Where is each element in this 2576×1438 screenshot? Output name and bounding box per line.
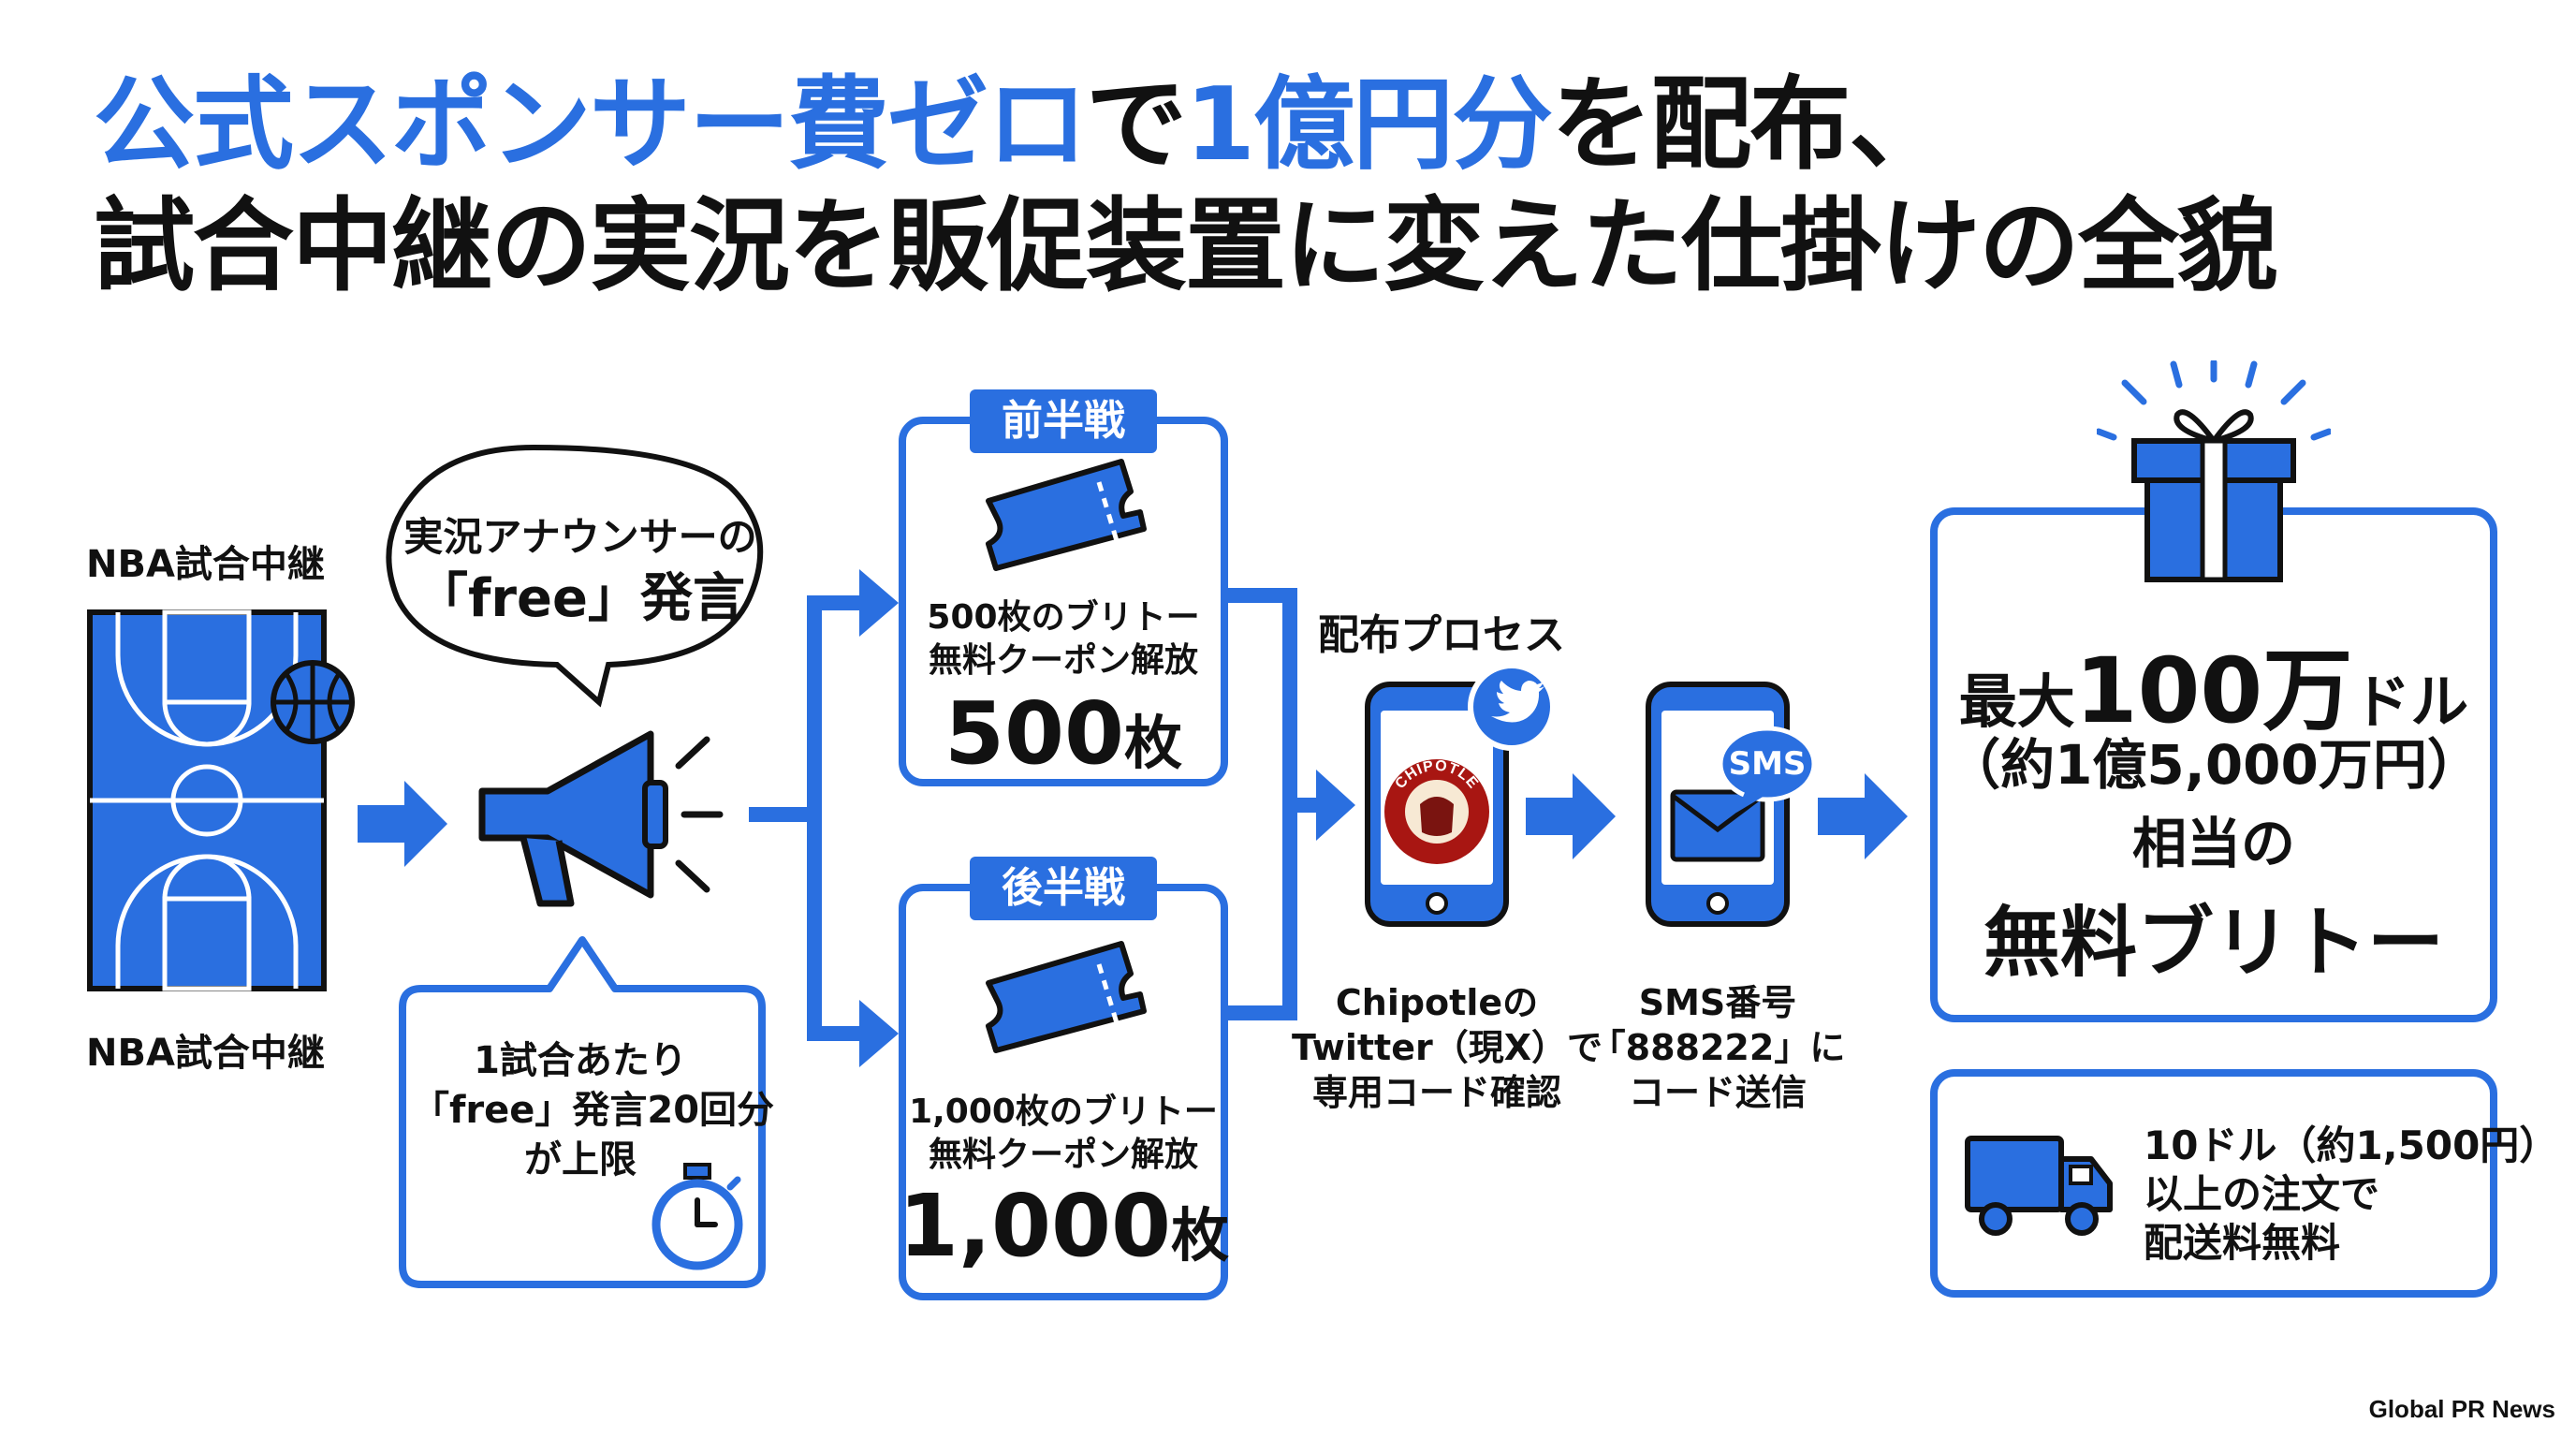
- branch-connector: [749, 569, 899, 1067]
- process-label: 配布プロセス: [1318, 611, 1565, 659]
- court-label-bottom: NBA試合中継: [86, 1032, 325, 1075]
- ticket-icon: [986, 459, 1147, 571]
- merge-connector: [1226, 588, 1355, 1020]
- first-half-tag: 前半戦: [970, 389, 1157, 453]
- right-arrow-icon: [1818, 773, 1908, 859]
- footer-credit: Global PR News: [2368, 1395, 2555, 1423]
- prize-amount: 100万: [2074, 638, 2353, 743]
- second-half-tag: 後半戦: [970, 857, 1157, 920]
- twitter-bird-icon: [1468, 663, 1556, 751]
- sms-bubble-icon: [1718, 726, 1817, 813]
- second-half-line1: 1,000枚のブリトー: [909, 1093, 1218, 1131]
- right-arrow-icon: [1526, 773, 1616, 859]
- sms-badge-label: SMS: [1728, 745, 1807, 783]
- title-ending: を配布、: [1551, 66, 1950, 183]
- first-half-count: 500枚: [899, 683, 1228, 784]
- limit-line1: 1試合あたり: [474, 1039, 687, 1082]
- prize-line1: 最大100万ドル: [1930, 618, 2497, 748]
- phone1-line1: Chipotleの: [1335, 982, 1539, 1023]
- prize-box: [1930, 507, 2497, 1022]
- prize-line3: 相当の: [2131, 812, 2295, 875]
- speech-bubble: [386, 444, 764, 708]
- shipping-line3: 配送料無料: [2144, 1220, 2341, 1266]
- title-highlight-sponsor: 公式スポンサー費ゼロ: [94, 66, 1088, 183]
- chipotle-logo: [1384, 759, 1489, 864]
- second-half-box: [899, 884, 1228, 1300]
- first-half-line2: 無料クーポン解放: [928, 641, 1198, 680]
- speech-line2: 「free」発言: [416, 568, 745, 629]
- phone2-line1: SMS番号: [1638, 982, 1797, 1023]
- first-half-count-unit: 枚: [1124, 709, 1183, 777]
- phone2-line2: 「888222」に: [1589, 1027, 1846, 1068]
- chipotle-logo-label: CHIPOTLE: [1392, 758, 1480, 792]
- right-arrow-icon: [358, 781, 447, 867]
- basketball-icon: [271, 660, 355, 744]
- delivery-truck-icon: [1965, 1136, 2113, 1236]
- phone2-line3: コード送信: [1628, 1072, 1807, 1113]
- phone1-line3: 専用コード確認: [1311, 1072, 1561, 1113]
- second-half-count: 1,000枚: [899, 1176, 1230, 1276]
- gift-icon: [2097, 360, 2331, 582]
- prize-line4: 無料ブリトー: [1983, 899, 2444, 988]
- stopwatch-icon: [651, 1163, 743, 1270]
- speech-line1: 実況アナウンサーの: [403, 514, 757, 560]
- second-half-count-number: 1,000: [899, 1176, 1172, 1276]
- prize-unit: ドル: [2352, 668, 2469, 736]
- page-title-line2: 試合中継の実況を販促装置に変えた仕掛けの全貌: [94, 188, 2278, 305]
- prize-line2: （約1億5,000万円）: [1946, 733, 2481, 797]
- title-connector: で: [1086, 66, 1187, 183]
- page-title-line1: 公式スポンサー費ゼロで1億円分を配布、: [94, 75, 1950, 176]
- title-highlight-amount: 1億円分: [1185, 66, 1553, 183]
- svg-text:CHIPOTLE: CHIPOTLE: [1392, 758, 1481, 792]
- shipping-line1: 10ドル（約1,500円）: [2144, 1123, 2559, 1168]
- first-half-line1: 500枚のブリトー: [927, 598, 1200, 637]
- chipotle-logo-text: CHIPOTLE: [1392, 758, 1481, 792]
- ticket-icon: [986, 941, 1147, 1053]
- limit-line3: が上限: [524, 1138, 637, 1181]
- second-half-count-unit: 枚: [1171, 1201, 1230, 1269]
- second-half-line2: 無料クーポン解放: [928, 1136, 1198, 1174]
- court-label-top: NBA試合中継: [86, 543, 325, 586]
- shipping-line2: 以上の注文で: [2144, 1171, 2380, 1217]
- limit-line2: 「free」発言20回分: [412, 1089, 775, 1132]
- megaphone-icon: [478, 730, 724, 907]
- phone1-line2: Twitter（現X）で: [1292, 1027, 1603, 1068]
- prize-max: 最大: [1958, 668, 2075, 736]
- first-half-count-number: 500: [944, 683, 1125, 784]
